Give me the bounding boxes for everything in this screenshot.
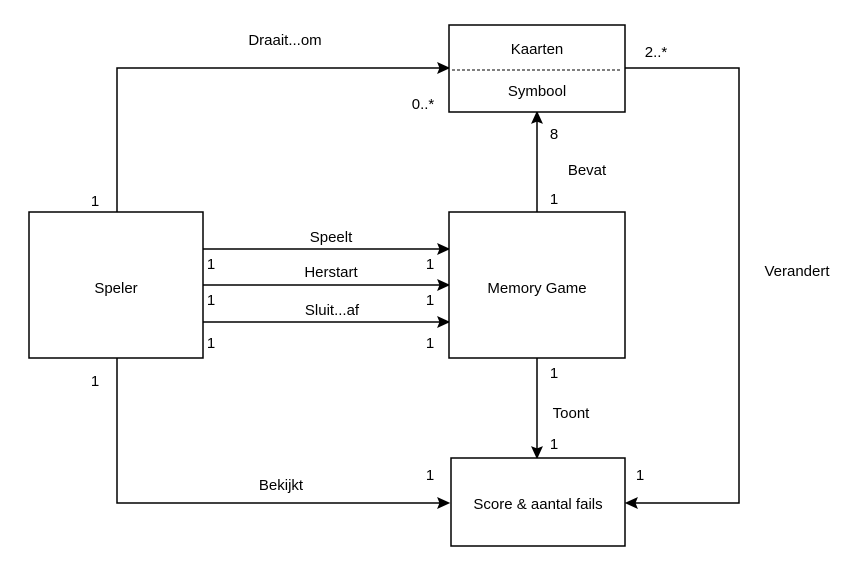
multiplicity-draait-om-from: 1 [91, 193, 99, 210]
multiplicity-toont-from: 1 [550, 365, 558, 382]
arrowhead-icon [624, 497, 638, 509]
multiplicity-sluit-af-from: 1 [207, 335, 215, 352]
node-memory-game-box [448, 211, 626, 359]
node-speler-label: Speler [94, 280, 137, 297]
edge-bekijkt-line [116, 358, 440, 504]
arrowhead-icon [531, 110, 543, 124]
arrowhead-icon [437, 497, 451, 509]
node-speler: Speler [28, 211, 204, 359]
edge-label-speelt: Speelt [310, 229, 353, 246]
edge-verandert [624, 67, 740, 509]
edge-sluit-af [203, 316, 451, 328]
edge-bekijkt [116, 358, 451, 509]
multiplicity-bevat-from: 1 [550, 191, 558, 208]
arrowhead-icon [531, 446, 543, 460]
node-score-box [450, 457, 626, 547]
multiplicity-draait-om-to: 0..* [412, 96, 435, 113]
node-score-label: Score & aantal fails [473, 496, 602, 513]
node-memory-game: Memory Game [448, 211, 626, 359]
multiplicity-herstart-to: 1 [426, 292, 434, 309]
multiplicity-bekijkt-from: 1 [91, 373, 99, 390]
edge-label-herstart: Herstart [304, 264, 358, 281]
edge-draait-om-line [116, 67, 440, 212]
node-score: Score & aantal fails [450, 457, 626, 547]
edge-herstart [203, 279, 451, 291]
node-kaarten-title: Kaarten [511, 41, 564, 58]
node-kaarten-box [448, 24, 626, 113]
multiplicity-speelt-to: 1 [426, 256, 434, 273]
arrowhead-icon [437, 62, 451, 74]
multiplicity-bevat-to: 8 [550, 126, 558, 143]
multiplicity-verandert-to: 1 [636, 467, 644, 484]
edge-toont [531, 358, 543, 460]
node-speler-box [28, 211, 204, 359]
edge-label-verandert: Verandert [764, 263, 830, 280]
edge-speelt [203, 243, 451, 255]
arrowhead-icon [437, 279, 451, 291]
multiplicity-toont-to: 1 [550, 436, 558, 453]
multiplicity-verandert-from: 2..* [645, 44, 668, 61]
multiplicity-bekijkt-to: 1 [426, 467, 434, 484]
multiplicity-speelt-from: 1 [207, 256, 215, 273]
arrowhead-icon [437, 316, 451, 328]
multiplicity-sluit-af-to: 1 [426, 335, 434, 352]
node-kaarten-attribute: Symbool [508, 83, 566, 100]
node-memory-game-label: Memory Game [487, 280, 586, 297]
multiplicity-herstart-from: 1 [207, 292, 215, 309]
edge-bevat [531, 110, 543, 212]
edge-label-sluit-af: Sluit...af [305, 302, 360, 319]
edge-label-draait-om: Draait...om [248, 32, 321, 49]
arrowhead-icon [437, 243, 451, 255]
edge-label-toont: Toont [553, 405, 591, 422]
edge-draait-om [116, 62, 451, 212]
edge-verandert-line [625, 67, 740, 504]
edge-label-bekijkt: Bekijkt [259, 477, 304, 494]
node-kaarten: Kaarten Symbool [448, 24, 626, 113]
edge-label-bevat: Bevat [568, 162, 607, 179]
